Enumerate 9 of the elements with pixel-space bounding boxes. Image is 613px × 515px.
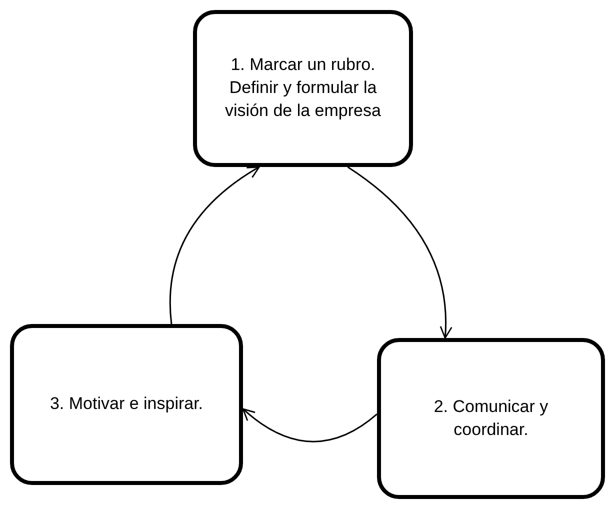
process-box <box>193 10 413 167</box>
curved-arrow <box>242 408 378 442</box>
box-text: 2. Comunicar y coordinar. <box>432 396 550 440</box>
box-text: 1. Marcar un rubro. Definir y formular la visión de la empresa <box>224 54 382 122</box>
process-box <box>10 324 243 485</box>
curved-arrow <box>169 166 260 324</box>
curved-arrow <box>347 166 452 339</box>
box-text: 3. Motivar e inspirar. <box>50 393 204 416</box>
process-box <box>377 338 605 499</box>
